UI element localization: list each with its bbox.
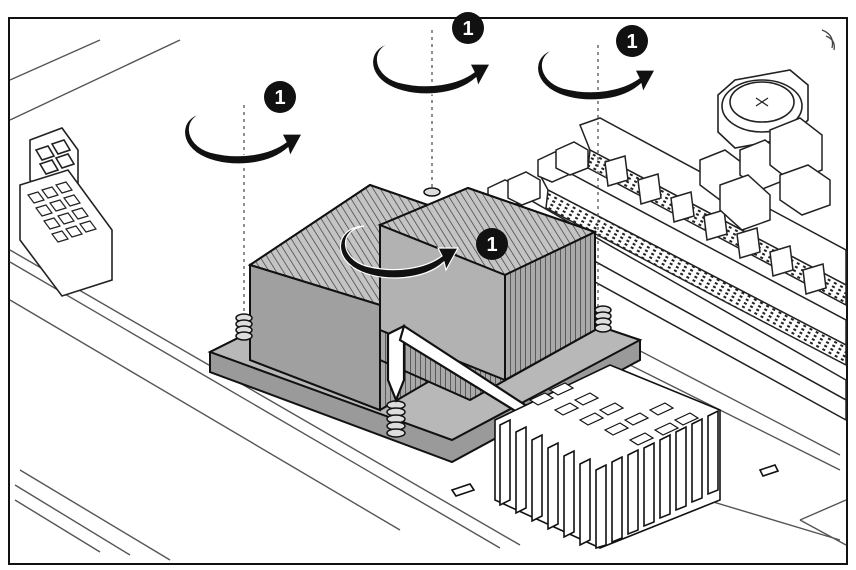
header-pins [699, 117, 831, 231]
captive-screws [235, 187, 612, 438]
cpu-heatsink [207, 183, 643, 464]
rotate-arrow-icon [536, 47, 657, 101]
step-badge-icon: 1 [476, 228, 508, 260]
rotate-arrow-icon [183, 111, 304, 165]
power-connector [19, 127, 113, 297]
step-badge-label: 1 [626, 31, 637, 53]
step-badge-label: 1 [274, 87, 285, 109]
step-badge-label: 1 [462, 18, 473, 40]
step-badge-icon: 1 [452, 12, 484, 44]
step-badge-label: 1 [486, 234, 497, 256]
slot-latches [487, 141, 589, 211]
step-badge-icon: 1 [264, 81, 296, 113]
rotate-arrow-icon [371, 41, 492, 95]
rotate-arrow-icon [339, 225, 460, 279]
corner-clip [821, 29, 835, 51]
rotate-arrows [183, 41, 657, 279]
step-badge-icon: 1 [616, 25, 648, 57]
chipset-heatsink [450, 364, 780, 550]
step-badges: 1 1 1 1 [264, 12, 648, 260]
